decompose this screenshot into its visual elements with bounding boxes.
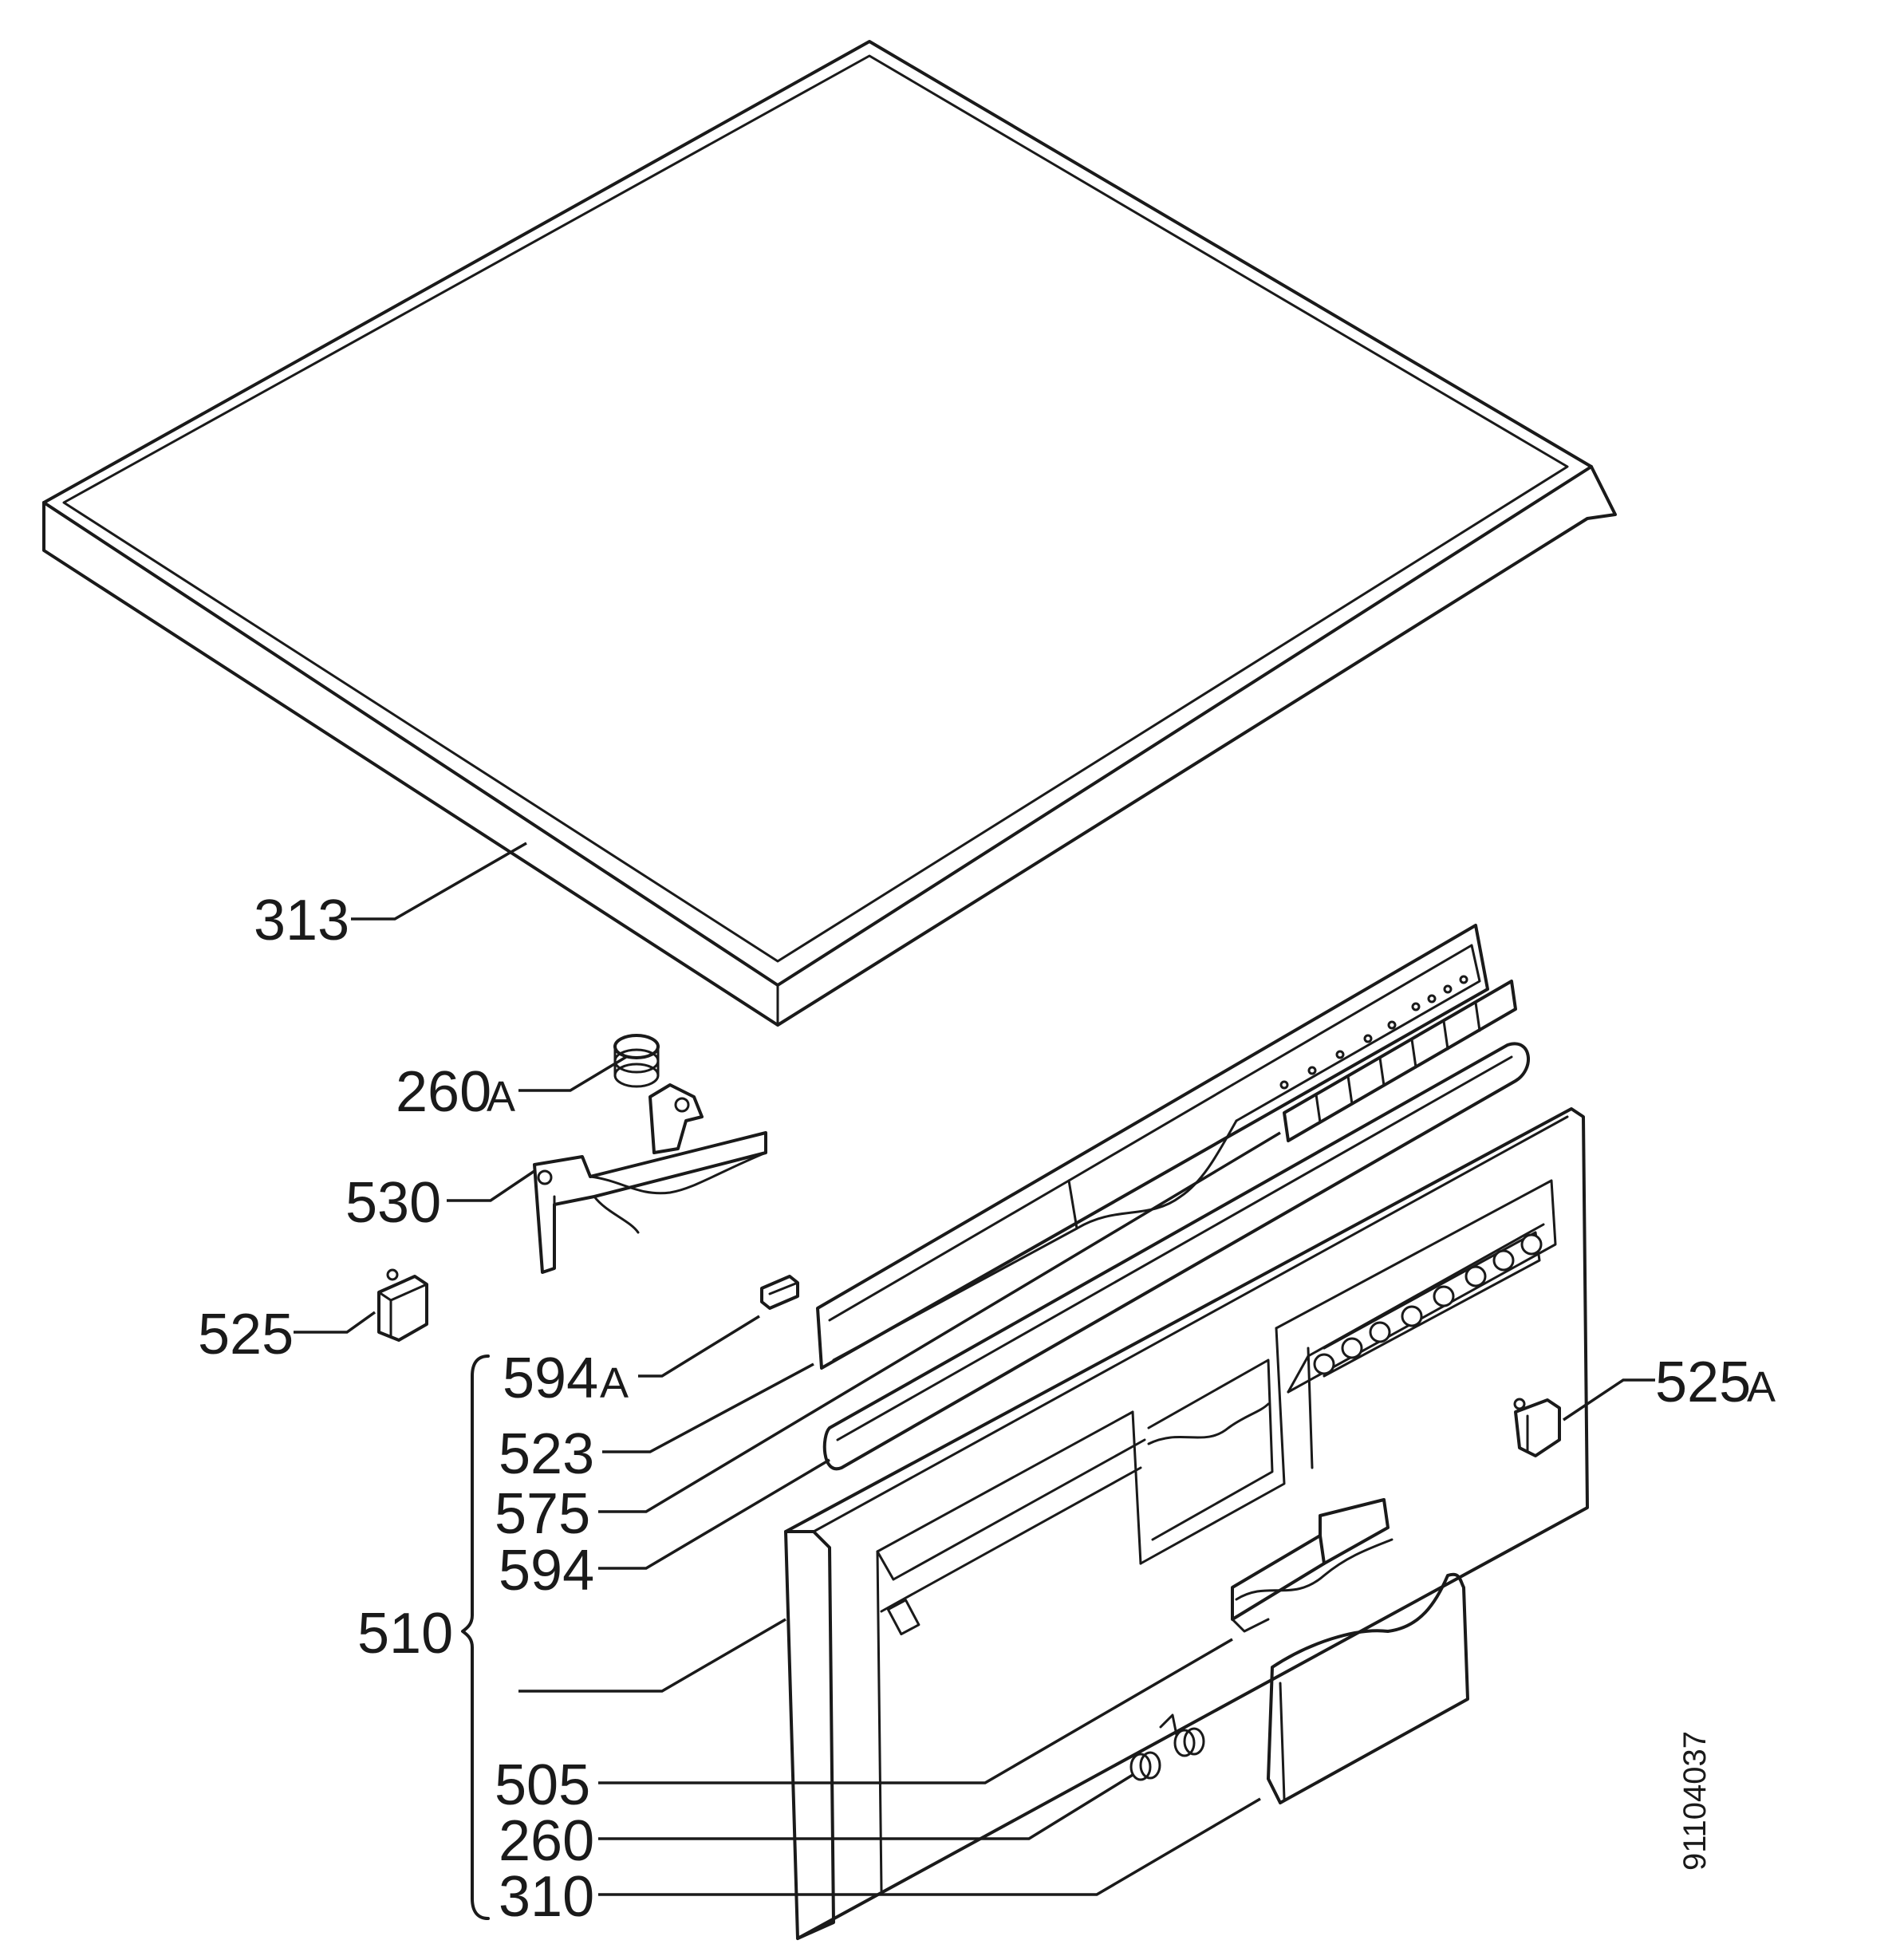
part-260-springs (1129, 1713, 1205, 1781)
label-260a-suffix: A (487, 1073, 515, 1121)
label-575: 575 (495, 1482, 590, 1546)
label-523: 523 (499, 1422, 594, 1486)
label-313: 313 (254, 889, 349, 952)
part-575-indicator-bar (1283, 980, 1517, 1142)
leader-lines (294, 842, 1655, 1896)
part-525a-end-cap (1513, 1398, 1561, 1457)
part-505-handle (1231, 1498, 1394, 1633)
part-313-top-cover (42, 40, 1617, 1027)
label-310: 310 (499, 1865, 594, 1929)
part-525-end-cap (377, 1268, 428, 1342)
label-525a: 525 (1655, 1351, 1751, 1414)
panel-knobs (1313, 1233, 1543, 1375)
part-523-control-strip (816, 924, 1489, 1370)
part-594a-clip (760, 1275, 799, 1310)
label-505: 505 (495, 1753, 590, 1817)
label-260: 260 (499, 1809, 594, 1873)
part-260a-grommet (613, 1034, 660, 1088)
label-525a-suffix: A (1747, 1363, 1776, 1411)
strip-indicator-dots (1279, 975, 1468, 1090)
label-260a: 260 (396, 1060, 491, 1124)
drawing-number: 91104037 (1677, 1731, 1713, 1871)
label-594a: 594 (503, 1347, 598, 1410)
label-594: 594 (499, 1539, 594, 1603)
part-510-control-panel (784, 1107, 1589, 1940)
part-594-handle-rod (822, 1042, 1530, 1471)
group-510-brace (461, 1354, 490, 1920)
part-labels: 313 260 A 530 525 594 A 523 575 594 510 … (198, 889, 1776, 1929)
part-310-flap (1267, 1572, 1469, 1804)
label-530: 530 (345, 1171, 441, 1235)
label-594a-suffix: A (600, 1359, 629, 1407)
part-530-bracket (533, 1083, 767, 1274)
label-525: 525 (198, 1303, 294, 1366)
label-510: 510 (357, 1602, 453, 1666)
